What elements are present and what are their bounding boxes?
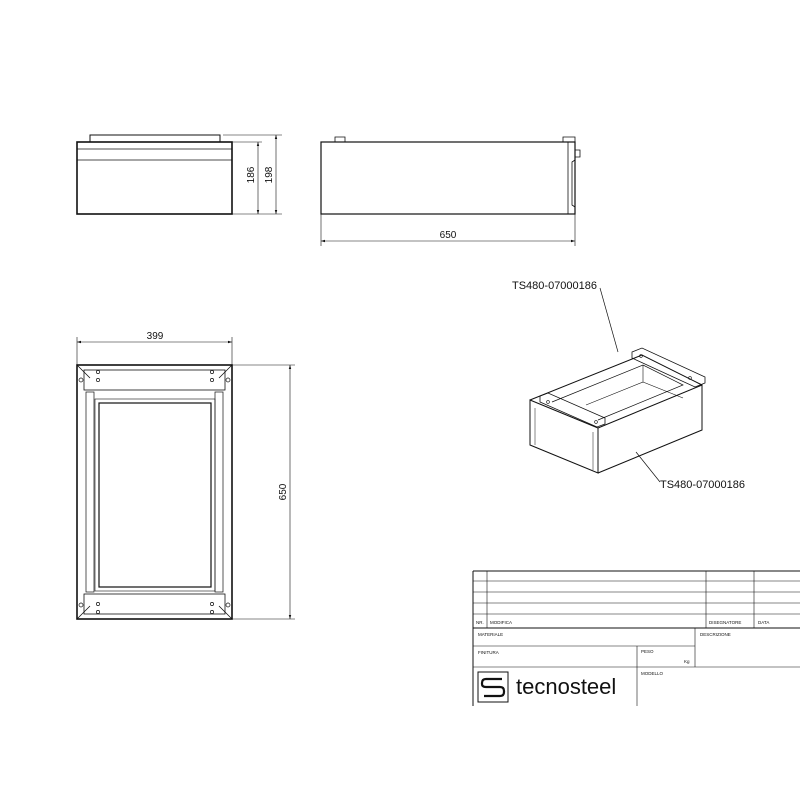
dimension-side-length: 650 <box>440 230 457 241</box>
label-finitura: FINITURA <box>478 650 499 655</box>
front-view: 186 198 <box>76 134 282 215</box>
side-view: 650 <box>320 136 581 246</box>
dimension-front-height-outer: 198 <box>264 166 275 183</box>
callout-upper-part: TS480-07000186 <box>512 280 597 292</box>
label-peso-unit: Kg <box>684 659 690 664</box>
dimension-front-height-inner: 186 <box>246 166 257 183</box>
label-materiale: MATERIALE <box>478 632 503 637</box>
label-data: DATA <box>758 620 769 625</box>
top-view: 399 650 <box>76 331 295 620</box>
label-disegnatore: DISEGNATORE <box>709 620 741 625</box>
brand-name: tecnosteel <box>516 674 616 699</box>
label-peso: PESO <box>641 649 654 654</box>
title-block: NR. MODIFICA DISEGNATORE DATA MATERIALE … <box>472 570 800 706</box>
label-nr: NR. <box>476 620 484 625</box>
label-descrizione: DESCRIZIONE <box>700 632 731 637</box>
dimension-top-length: 650 <box>278 483 289 500</box>
mounting-holes <box>78 370 231 614</box>
callout-lower-part: TS480-07000186 <box>660 479 745 491</box>
label-modello: MODELLO <box>641 671 664 676</box>
isometric-view: TS480-07000186 TS480-07000186 <box>512 280 745 491</box>
dimension-top-width: 399 <box>147 331 164 342</box>
tecnosteel-logo-icon <box>477 671 509 703</box>
label-modifica: MODIFICA <box>490 620 512 625</box>
